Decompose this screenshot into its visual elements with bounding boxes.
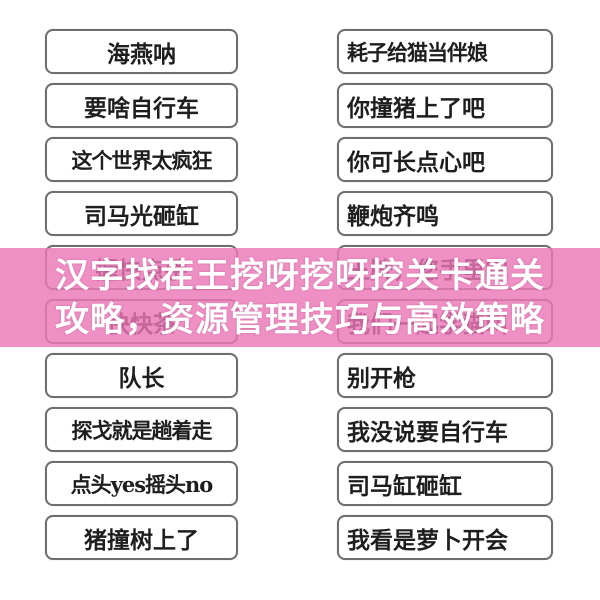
answer-box-left-10[interactable]: 猪撞树上了: [45, 515, 238, 560]
answer-text: 海燕呐: [107, 40, 176, 68]
answer-box-right-1[interactable]: 耗子给猫当伴娘: [337, 29, 553, 74]
answer-box-left-3[interactable]: 这个世界太疯狂: [45, 137, 238, 182]
answer-text: 点头yes摇头no: [70, 471, 214, 497]
banner-title-line-2: 攻略，资源管理技巧与高效策略: [55, 299, 545, 340]
answer-text: 别开枪: [347, 364, 416, 392]
answer-text: 司马缸砸缸: [347, 472, 462, 500]
answer-text: 猪撞树上了: [84, 526, 199, 554]
answer-box-right-2[interactable]: 你撞猪上了吧: [337, 83, 553, 128]
answer-box-right-10[interactable]: 我看是萝卜开会: [337, 515, 553, 560]
answer-box-left-7[interactable]: 队长: [45, 353, 238, 398]
answer-box-right-9[interactable]: 司马缸砸缸: [337, 461, 553, 506]
answer-text: 我没说要自行车: [347, 418, 508, 446]
answer-box-left-8[interactable]: 探戈就是趟着走: [45, 407, 238, 452]
answer-box-left-1[interactable]: 海燕呐: [45, 29, 238, 74]
answer-text: 耗子给猫当伴娘: [347, 39, 488, 65]
answer-text: 队长: [118, 364, 165, 392]
answer-text: 鞭炮齐鸣: [347, 202, 439, 230]
answer-text: 探戈就是趟着走: [71, 417, 213, 443]
answer-box-right-4[interactable]: 鞭炮齐鸣: [337, 191, 553, 236]
answer-box-left-4[interactable]: 司马光砸缸: [45, 191, 238, 236]
answer-text: 你撞猪上了吧: [347, 94, 485, 122]
answer-box-left-2[interactable]: 要啥自行车: [45, 83, 238, 128]
answer-text: 这个世界太疯狂: [71, 147, 213, 173]
banner-title-line-1: 汉字找茬王挖呀挖呀挖关卡通关: [55, 255, 545, 296]
answer-text: 你可长点心吧: [347, 148, 485, 176]
answer-text: 我看是萝卜开会: [347, 526, 508, 554]
answer-text: 司马光砸缸: [84, 202, 199, 230]
answer-box-left-9[interactable]: 点头yes摇头no: [45, 461, 238, 506]
answer-box-right-8[interactable]: 我没说要自行车: [337, 407, 553, 452]
answer-text: 要啥自行车: [84, 94, 199, 122]
title-banner: 汉字找茬王挖呀挖呀挖关卡通关 攻略，资源管理技巧与高效策略: [0, 248, 600, 347]
answer-box-right-3[interactable]: 你可长点心吧: [337, 137, 553, 182]
answer-box-right-7[interactable]: 别开枪: [337, 353, 553, 398]
